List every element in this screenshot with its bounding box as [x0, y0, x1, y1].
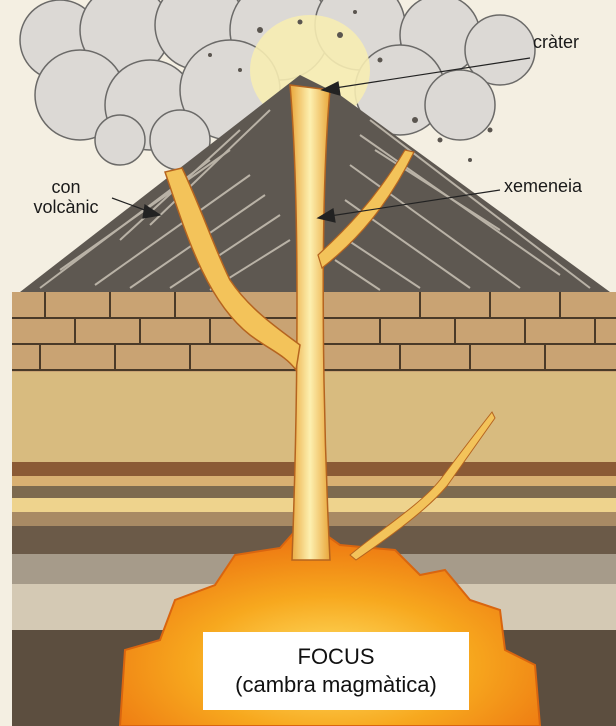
left-margin: [0, 0, 12, 726]
crater-label: cràter: [533, 32, 579, 52]
focus-subtitle: (cambra magmàtica): [203, 671, 469, 699]
cone-label-line1: con: [21, 177, 111, 197]
focus-title: FOCUS: [203, 643, 469, 671]
cone-label-line2: volcànic: [21, 197, 111, 217]
chimney-label: xemeneia: [504, 176, 582, 196]
volcanic-cone-label: con volcànic: [21, 177, 111, 217]
focus-label-box: FOCUS (cambra magmàtica): [203, 632, 469, 710]
